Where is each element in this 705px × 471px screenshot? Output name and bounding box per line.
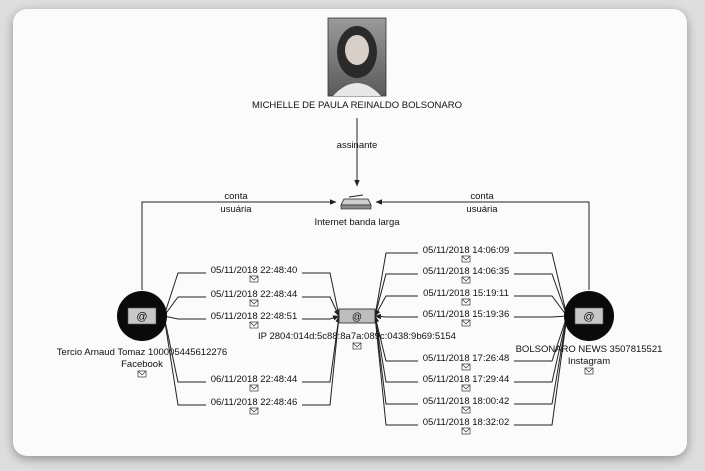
modem-icon (340, 194, 372, 210)
left-event-labels: 05/11/2018 22:48:40 05/11/2018 22:48:44 05… (206, 264, 302, 415)
right-event-label-bg (418, 352, 514, 363)
right-account-relation-line2: usuária (466, 204, 498, 215)
left-account-relation-line1: conta (224, 191, 248, 202)
right-account-arrow (375, 199, 590, 290)
left-event-date: 05/11/2018 22:48:51 (211, 311, 297, 322)
envelope-icon (461, 319, 471, 327)
envelope-icon (461, 276, 471, 284)
internet-label: Internet banda larga (314, 217, 400, 228)
envelope-icon (249, 275, 259, 283)
subscriber-label: assinante (337, 140, 378, 151)
right-event-date: 05/11/2018 18:32:02 (423, 417, 509, 428)
left-account-relation-line2: usuária (220, 204, 252, 215)
left-event-date: 06/11/2018 22:48:44 (211, 374, 297, 385)
person-photo-icon (327, 17, 387, 97)
svg-text:@: @ (352, 312, 362, 323)
right-event-date: 05/11/2018 14:06:09 (423, 245, 509, 256)
envelope-icon (249, 321, 259, 329)
left-event-label-bg (206, 396, 302, 407)
left-event-date: 05/11/2018 22:48:44 (211, 289, 297, 300)
left-account-arrow (141, 199, 337, 290)
envelope-icon (137, 370, 147, 378)
svg-text:@: @ (583, 311, 594, 323)
left-account-platform: Facebook (121, 359, 163, 370)
right-event-label-bg (418, 395, 514, 406)
right-event-date: 05/11/2018 14:06:35 (423, 266, 509, 277)
right-account-platform: Instagram (568, 356, 610, 367)
envelope-icon (461, 298, 471, 306)
left-event-date: 06/11/2018 22:48:46 (211, 397, 297, 408)
right-account-name: BOLSONARO NEWS 3507815521 (516, 344, 663, 355)
envelope-icon (249, 384, 259, 392)
person-name: MICHELLE DE PAULA REINALDO BOLSONARO (252, 100, 462, 111)
right-event-date: 05/11/2018 15:19:11 (423, 288, 509, 299)
envelope-icon (584, 367, 594, 375)
envelope-icon (249, 299, 259, 307)
envelope-icon (461, 406, 471, 414)
left-account-name: Tercio Arnaud Tomaz 100005445612276 (57, 347, 227, 358)
left-event-label-bg (206, 288, 302, 299)
right-event-label-bg (418, 287, 514, 298)
right-event-label-bg (418, 308, 514, 319)
envelope-icon (249, 407, 259, 415)
left-event-label-bg (206, 310, 302, 321)
right-event-label-bg (418, 373, 514, 384)
left-event-label-bg (206, 264, 302, 275)
right-event-label-bg (418, 265, 514, 276)
envelope-icon (461, 427, 471, 435)
at-sign-node-icon: @ (564, 291, 614, 341)
svg-text:@: @ (136, 311, 147, 323)
envelope-icon (352, 342, 362, 350)
right-event-label-bg (418, 416, 514, 427)
ip-node-icon: @ (338, 308, 376, 324)
right-event-date: 05/11/2018 15:19:36 (423, 309, 509, 320)
right-event-label-bg (418, 244, 514, 255)
at-sign-node-icon: @ (117, 291, 167, 341)
left-event-label-bg (206, 373, 302, 384)
left-event-date: 05/11/2018 22:48:40 (211, 265, 297, 276)
envelope-icon (461, 363, 471, 371)
right-account-relation-line1: conta (470, 191, 494, 202)
ip-label: IP 2804:014d:5c88:8a7a:089c:0438:9b69:51… (258, 331, 456, 342)
envelope-icon (461, 384, 471, 392)
right-event-labels: 05/11/2018 14:06:09 05/11/2018 14:06:35 05… (418, 244, 514, 435)
right-event-date: 05/11/2018 17:26:48 (423, 353, 509, 364)
right-event-date: 05/11/2018 17:29:44 (423, 374, 509, 385)
left-event-edge (163, 315, 342, 406)
right-event-date: 05/11/2018 18:00:42 (423, 396, 509, 407)
envelope-icon (461, 255, 471, 263)
right-event-edge (373, 252, 568, 317)
